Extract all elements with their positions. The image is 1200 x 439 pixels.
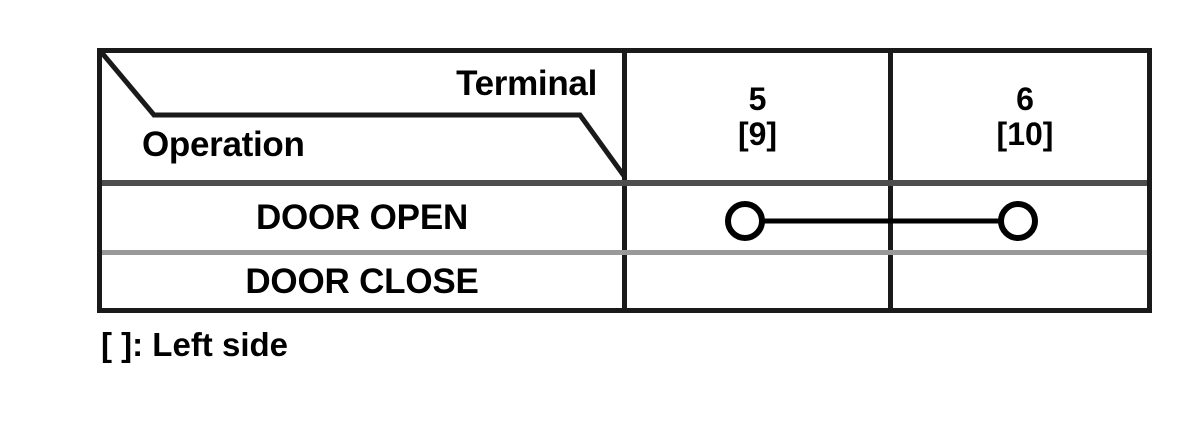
terminal-number: 5 [748,81,767,118]
cell-door-close-terminal-5 [627,255,888,308]
terminal-left-side-number: [9] [737,115,778,152]
column-header-terminal-6: 6 [10] [893,53,1157,180]
row-label-door-close: DOOR CLOSE [245,261,479,301]
row-label-door-open: DOOR OPEN [255,198,469,237]
corner-header-terminal-label: Terminal [456,64,597,103]
terminal-left-side-number: [10] [996,115,1054,152]
table-inner: Terminal Operation 5 [9] 6 [10] DOOR OPE… [102,53,1147,308]
cell-door-open-terminal-6 [893,186,1157,250]
cell-door-close-terminal-6 [893,255,1157,308]
footnote-left-side-legend: [ ]: Left side [101,326,288,363]
corner-header-cell: Terminal Operation [102,53,622,180]
row-separator [102,250,1147,255]
terminal-number: 6 [1016,81,1034,118]
column-header-terminal-5: 5 [9] [627,53,888,180]
corner-header-operation-label: Operation [142,125,305,164]
terminal-continuity-table: Terminal Operation 5 [9] 6 [10] DOOR OPE… [97,48,1152,313]
corner-diagonal-divider [102,53,622,178]
cell-door-open-terminal-5 [627,186,888,250]
header-body-separator [102,180,1147,186]
